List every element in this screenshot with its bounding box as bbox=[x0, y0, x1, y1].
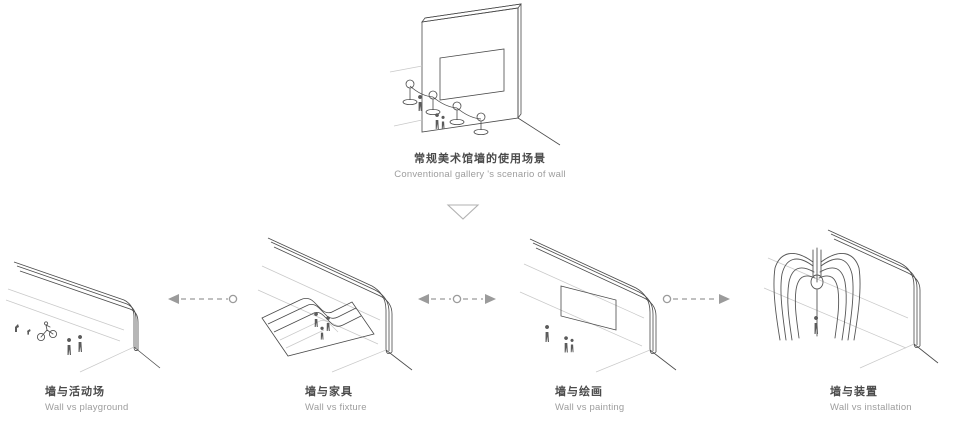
top-scene-gallery-wall bbox=[389, 3, 561, 146]
spider-sculpture bbox=[773, 247, 861, 341]
playground-figures bbox=[15, 321, 83, 355]
panel-caption-wall-vs-playground: 墙与活动场 Wall vs playground bbox=[10, 385, 245, 415]
panel-caption-wall-vs-fixture: 墙与家具 Wall vs fixture bbox=[250, 385, 505, 415]
top-caption-en: Conventional gallery 's scenario of wall bbox=[394, 168, 566, 180]
floor-line-left-lower bbox=[393, 119, 423, 127]
triangle-down-icon bbox=[446, 204, 480, 220]
floor-line-right bbox=[517, 117, 561, 146]
panel-caption-en: Wall vs painting bbox=[555, 401, 625, 413]
connector-3 bbox=[662, 294, 730, 304]
framed-painting bbox=[439, 48, 505, 101]
panel-caption-en: Wall vs playground bbox=[45, 401, 129, 413]
wall-top-edge bbox=[421, 3, 522, 23]
panel-caption-cn: 墙与装置 bbox=[830, 386, 878, 398]
floor-line-left bbox=[389, 65, 423, 73]
panel-caption-cn: 墙与活动场 bbox=[45, 386, 105, 398]
top-caption-cn: 常规美术馆墙的使用场景 bbox=[414, 153, 546, 165]
connector-1 bbox=[168, 294, 238, 304]
connector-2 bbox=[418, 294, 496, 304]
panel-wall-vs-painting bbox=[519, 238, 677, 373]
fixture-figures bbox=[314, 312, 330, 340]
stepped-fixture bbox=[261, 298, 375, 357]
panel-caption-wall-vs-painting: 墙与绘画 Wall vs painting bbox=[500, 385, 755, 415]
stanchion-group bbox=[402, 79, 489, 135]
panel-caption-cn: 墙与绘画 bbox=[555, 386, 603, 398]
panel-caption-wall-vs-installation: 墙与装置 Wall vs installation bbox=[750, 385, 960, 415]
visitor-figures-top bbox=[418, 95, 445, 129]
installation-visitor bbox=[814, 316, 819, 334]
panel-wall-vs-fixture bbox=[257, 237, 413, 373]
top-caption: 常规美术馆墙的使用场景 Conventional gallery 's scen… bbox=[0, 152, 960, 182]
panel-wall-vs-playground bbox=[5, 261, 161, 373]
painting-figures bbox=[545, 325, 574, 353]
panel-caption-en: Wall vs fixture bbox=[305, 401, 367, 413]
panel-caption-en: Wall vs installation bbox=[830, 401, 912, 413]
panel-caption-cn: 墙与家具 bbox=[305, 386, 353, 398]
panel-wall-vs-installation bbox=[763, 229, 939, 369]
wall-side-edge bbox=[424, 3, 522, 119]
